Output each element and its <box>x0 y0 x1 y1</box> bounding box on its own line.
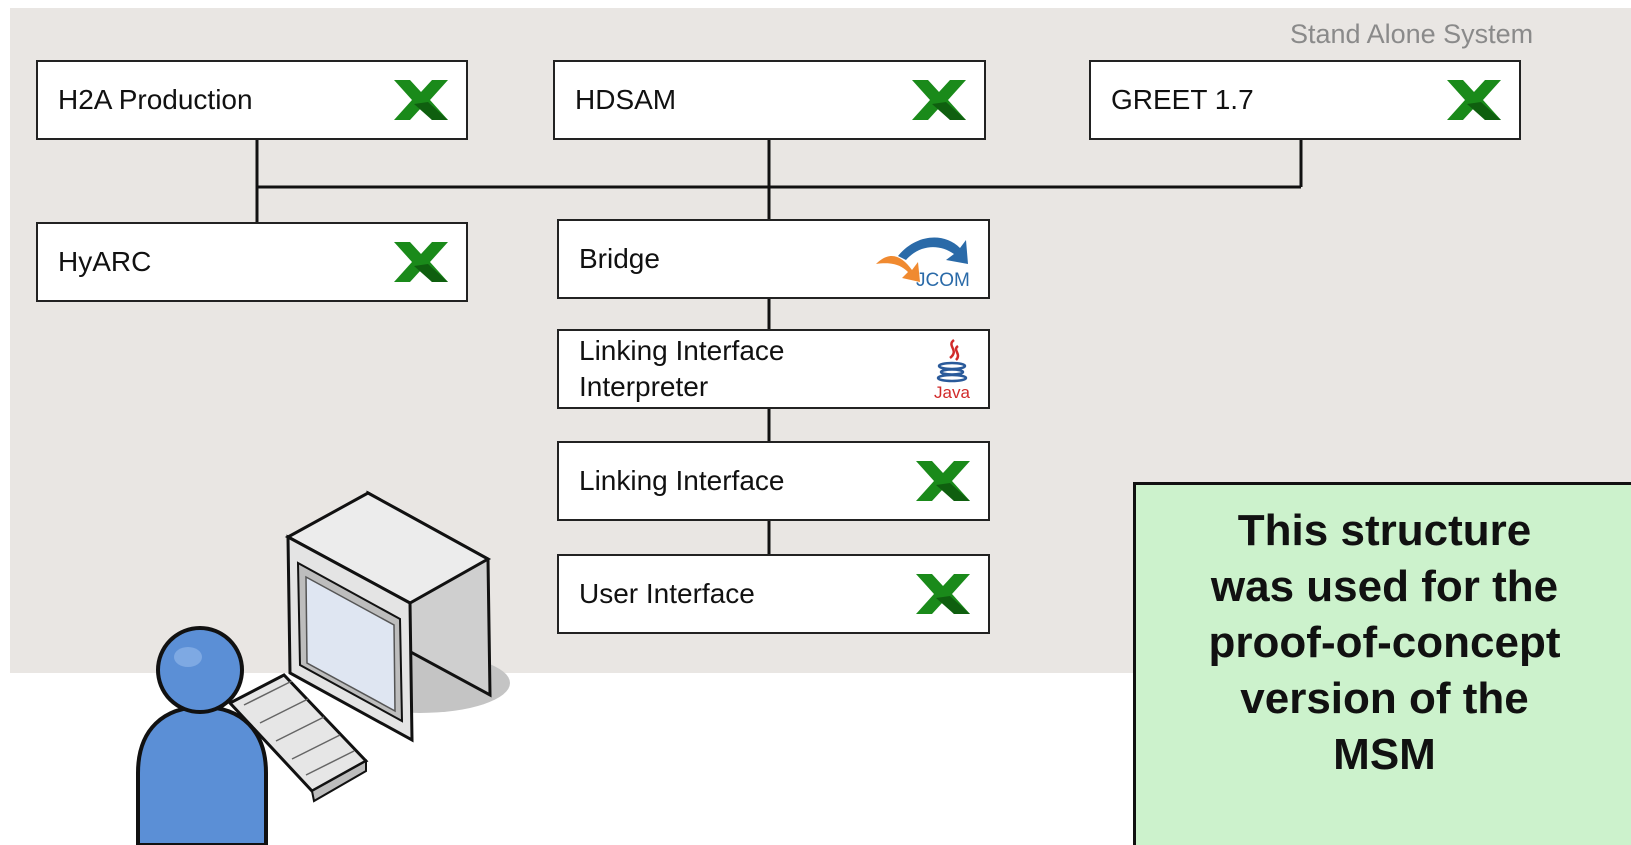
box-greet: GREET 1.7 <box>1089 60 1521 140</box>
excel-icon <box>910 78 968 122</box>
jcom-icon-text: JCOM <box>916 270 970 288</box>
excel-icon <box>392 240 450 284</box>
box-label: GREET 1.7 <box>1111 84 1254 115</box>
note-text: This structure was used for the proof-of… <box>1208 506 1561 779</box>
box-bridge: Bridge JCOM <box>557 219 990 299</box>
box-label: Bridge <box>579 243 660 274</box>
java-icon-text: Java <box>934 383 970 402</box>
box-hyarc: HyARC <box>36 222 468 302</box>
box-label: User Interface <box>579 578 755 609</box>
excel-icon <box>1445 78 1503 122</box>
box-hdsam: HDSAM <box>553 60 986 140</box>
system-label: Stand Alone System <box>1290 19 1534 49</box>
user-workstation-icon <box>120 485 540 845</box>
excel-icon <box>392 78 450 122</box>
box-linking-interface-interpreter: Linking Interface Interpreter Java <box>557 329 990 409</box>
java-icon: Java <box>932 336 972 402</box>
box-label: HDSAM <box>575 84 677 115</box>
excel-icon <box>914 572 972 616</box>
box-h2a-production: H2A Production <box>36 60 468 140</box>
box-label: H2A Production <box>58 84 253 115</box>
box-user-interface: User Interface <box>557 554 990 634</box>
box-linking-interface: Linking Interface <box>557 441 990 521</box>
note-callout: This structure was used for the proof-of… <box>1133 482 1631 845</box>
box-label: Linking Interface <box>579 465 785 496</box>
box-label: Linking Interface Interpreter <box>579 335 785 402</box>
jcom-icon: JCOM <box>872 230 972 288</box>
excel-icon <box>914 459 972 503</box>
box-label: HyARC <box>58 246 152 277</box>
